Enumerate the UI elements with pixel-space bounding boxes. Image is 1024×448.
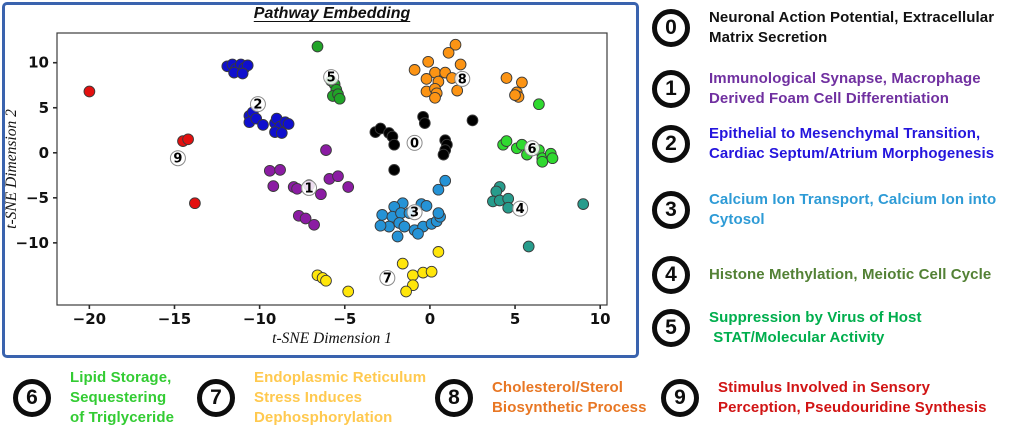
plot-title: Pathway Embedding: [253, 5, 411, 22]
legend-number-4: 4: [652, 256, 690, 294]
svg-text:8: 8: [458, 72, 467, 87]
scatter-points: [83, 38, 590, 298]
y-axis-label: t-SNE Dimension 2: [3, 109, 20, 229]
legend-number-3-text: 3: [665, 198, 677, 221]
legend-number-1-text: 1: [665, 77, 677, 100]
svg-text:0: 0: [425, 310, 435, 328]
legend-item-7: 7 Endoplasmic Reticulum Stress Induces D…: [197, 368, 426, 428]
svg-text:0: 0: [39, 144, 49, 162]
legend-number-7-text: 7: [210, 386, 222, 409]
svg-text:5: 5: [510, 310, 520, 328]
svg-text:−10: −10: [243, 310, 276, 328]
svg-text:0: 0: [410, 136, 419, 151]
svg-text:−15: −15: [158, 310, 191, 328]
legend-label-3: Calcium Ion Transport, Calcium Ion into …: [709, 191, 997, 228]
legend-label-9: Stimulus Involved in Sensory Perception,…: [718, 379, 987, 416]
legend-number-4-text: 4: [665, 263, 677, 286]
svg-text:2: 2: [253, 98, 262, 113]
legend-number-6-text: 6: [26, 386, 38, 409]
svg-text:3: 3: [410, 206, 419, 221]
svg-text:−5: −5: [26, 189, 49, 207]
legend-number-5-text: 5: [665, 316, 677, 339]
legend-item-0: 0 Neuronal Action Potential, Extracellul…: [652, 8, 994, 48]
legend-number-5: 5: [652, 309, 690, 347]
svg-text:−10: −10: [16, 234, 49, 252]
svg-text:−5: −5: [333, 310, 356, 328]
legend-label-8: Cholesterol/Sterol Biosynthetic Process: [492, 379, 647, 416]
svg-text:10: 10: [590, 310, 611, 328]
svg-text:10: 10: [28, 54, 49, 72]
svg-text:−20: −20: [73, 310, 106, 328]
svg-text:4: 4: [516, 202, 525, 217]
svg-text:6: 6: [528, 142, 537, 157]
legend-number-2: 2: [652, 125, 690, 163]
legend-number-6: 6: [13, 379, 51, 417]
svg-text:9: 9: [173, 152, 182, 167]
svg-text:5: 5: [39, 99, 49, 117]
legend-item-1: 1 Immunological Synapse, Macrophage Deri…: [652, 69, 981, 109]
legend-label-7: Endoplasmic Reticulum Stress Induces Dep…: [254, 369, 427, 426]
cluster-number-labels: 0 1 2 3 4 5 6 7 8 9: [169, 69, 541, 286]
legend-number-9-text: 9: [674, 386, 686, 409]
legend-label-1: Immunological Synapse, Macrophage Derive…: [709, 70, 981, 107]
svg-text:1: 1: [304, 181, 313, 196]
legend-number-8-text: 8: [448, 386, 460, 409]
legend-label-0: Neuronal Action Potential, Extracellular…: [709, 9, 995, 46]
legend-number-7: 7: [197, 379, 235, 417]
legend-number-1: 1: [652, 70, 690, 108]
legend-item-6: 6 Lipid Storage, Sequestering of Triglyc…: [13, 368, 174, 428]
tsne-scatter-plot: −20 −15 −10 −5 0 5 10 10 5 0 −5 −10 0 1 2 3 4 5 6 7 8 9 t-SN…: [3, 32, 611, 347]
legend-item-3: 3 Calcium Ion Transport, Calcium Ion int…: [652, 190, 996, 230]
svg-text:5: 5: [327, 71, 336, 86]
legend-item-9: 9 Stimulus Involved in Sensory Perceptio…: [661, 378, 987, 418]
legend-number-0: 0: [652, 9, 690, 47]
legend-item-8: 8 Cholesterol/Sterol Biosynthetic Proces…: [435, 378, 647, 418]
legend-label-4: Histone Methylation, Meiotic Cell Cycle: [709, 266, 992, 283]
legend-number-8: 8: [435, 379, 473, 417]
legend-number-3: 3: [652, 191, 690, 229]
legend-item-2: 2 Epithelial to Mesenchymal Transition, …: [652, 124, 994, 164]
legend-label-5: Suppression by Virus of Host STAT/Molecu…: [709, 309, 922, 346]
legend-number-2-text: 2: [665, 132, 677, 155]
legend-label-2: Epithelial to Mesenchymal Transition, Ca…: [709, 125, 995, 162]
legend-item-4: 4 Histone Methylation, Meiotic Cell Cycl…: [652, 256, 991, 294]
legend-number-9: 9: [661, 379, 699, 417]
legend-number-0-text: 0: [665, 16, 677, 39]
legend-item-5: 5 Suppression by Virus of Host STAT/Mole…: [652, 308, 922, 348]
x-axis-label: t-SNE Dimension 1: [272, 330, 392, 347]
legend-label-6: Lipid Storage, Sequestering of Triglycer…: [70, 369, 175, 426]
svg-text:7: 7: [383, 271, 392, 286]
